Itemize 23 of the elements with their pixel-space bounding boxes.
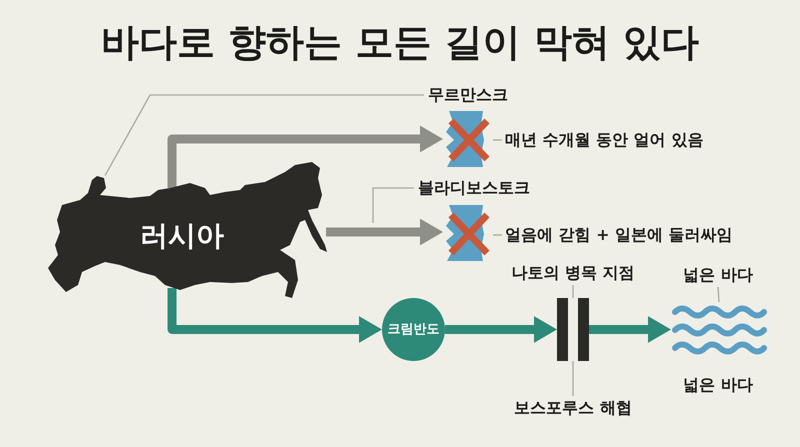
leader-line [717, 286, 720, 302]
arrow [326, 218, 443, 246]
region-label: 크림반도 [388, 322, 440, 338]
note-text: 매년 수개월 동안 얼어 있음 [505, 130, 704, 150]
sea-label: 넓은 바다 [683, 265, 753, 285]
leader-line [572, 285, 574, 298]
place-label: 블라디보스토크 [418, 178, 530, 198]
note-text: 얼음에 갇힘 + 일본에 둘러싸임 [505, 225, 733, 245]
leader-line [493, 234, 502, 236]
arrow [168, 126, 443, 188]
arrow [589, 316, 671, 343]
place-label: 무르만스크 [428, 85, 508, 105]
leader-line [104, 94, 424, 176]
leader-line [372, 187, 414, 223]
arrow [445, 316, 557, 343]
strait-label: 나토의 병목 지점 [511, 263, 635, 283]
sea-label: 넓은 바다 [683, 375, 753, 395]
country-label: 러시아 [140, 219, 224, 253]
leader-line [493, 139, 502, 141]
title: 바다로 향하는 모든 길이 막혀 있다 [100, 20, 700, 66]
strait-label: 보스포루스 해협 [514, 398, 632, 418]
arrow [168, 288, 382, 343]
leader-line [572, 361, 574, 396]
